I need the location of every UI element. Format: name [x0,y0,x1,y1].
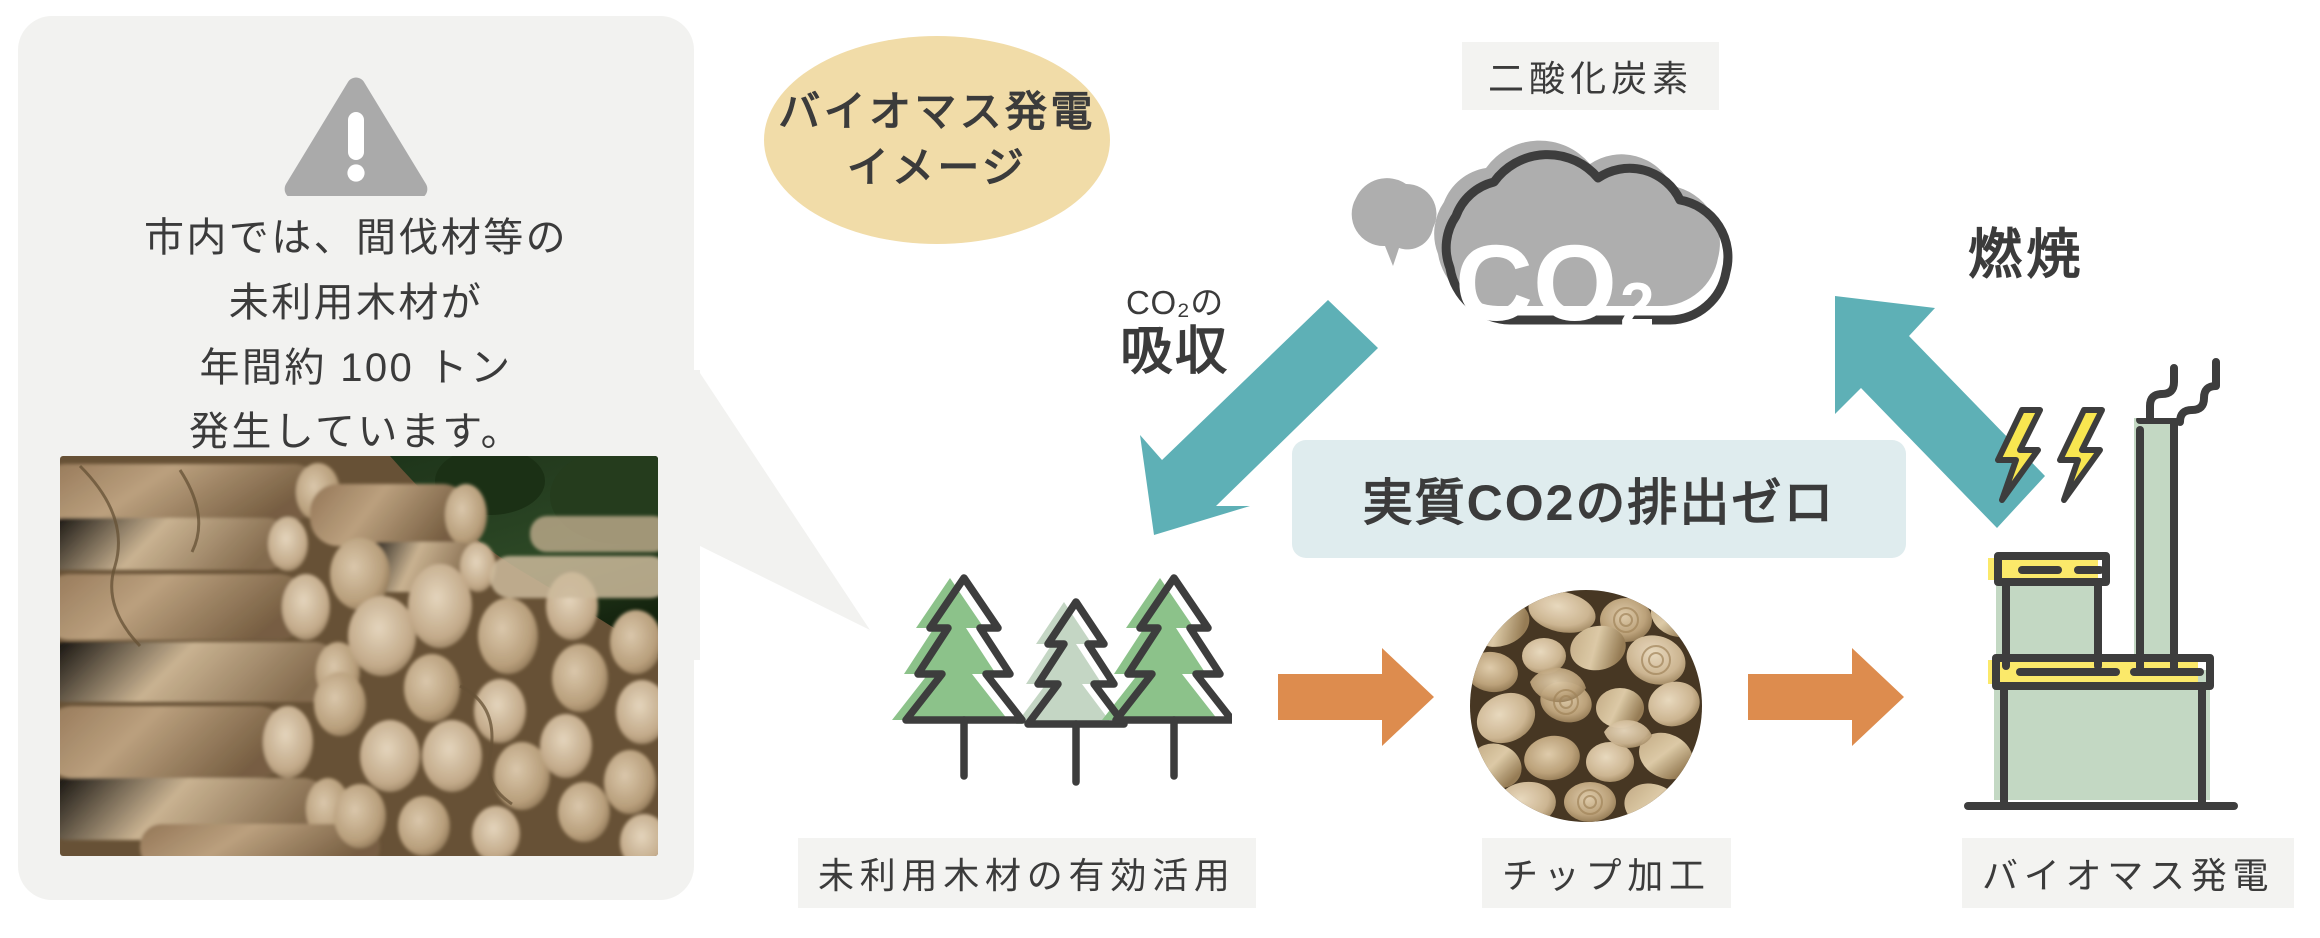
stacked-logs-photo [60,456,658,856]
orange-arrow-right-2-icon [1748,648,1904,746]
panel-line-1: 市内では、間伐材等の [144,216,568,260]
panel-line-3: 年間約 100 トン [199,345,513,390]
net-zero-banner: 実質CO2の排出ゼロ [1292,440,1906,558]
panel-message: 市内では、間伐材等の 未利用木材が 年間約 100 トン 発生しています。 [18,206,694,465]
panel-line-2: 未利用木材が [228,280,484,325]
co2-cloud-icon: CO 2 [1318,108,1788,398]
wood-chips-photo [1470,590,1702,822]
co2-formula: CO [1455,222,1617,343]
warning-triangle-icon [281,74,431,199]
smokestack-and-bolts-icon [1962,300,2284,532]
absorption-label-big: 吸収 [1120,323,1230,382]
flow-label-plant: バイオマス発電 [1962,838,2295,908]
co2-cloud-label: 二酸化炭素 [1462,42,1720,110]
title-line-1: バイオマス発電 [778,87,1096,135]
flow-label-chips: チップ加工 [1482,838,1731,908]
combustion-label: 燃焼 [1968,225,2085,285]
flow-label-trees: 未利用木材の有効活用 [798,838,1256,908]
title-badge: バイオマス発電 イメージ [764,36,1110,244]
title-line-2: イメージ [846,144,1028,191]
absorption-label-small: CO₂の [1126,284,1224,321]
co2-subscript: 2 [1620,271,1654,340]
biomass-power-plant-icon [1962,416,2284,820]
orange-arrow-right-1-icon [1278,648,1434,746]
teal-arrow-up-left-icon [1805,296,2045,528]
teal-arrow-down-right-icon [1120,300,1380,535]
pine-trees-icon [878,570,1236,810]
absorption-label: CO₂の 吸収 [1075,284,1275,382]
info-panel: 市内では、間伐材等の 未利用木材が 年間約 100 トン 発生しています。 [18,16,694,900]
panel-line-4: 発生しています。 [189,410,523,455]
